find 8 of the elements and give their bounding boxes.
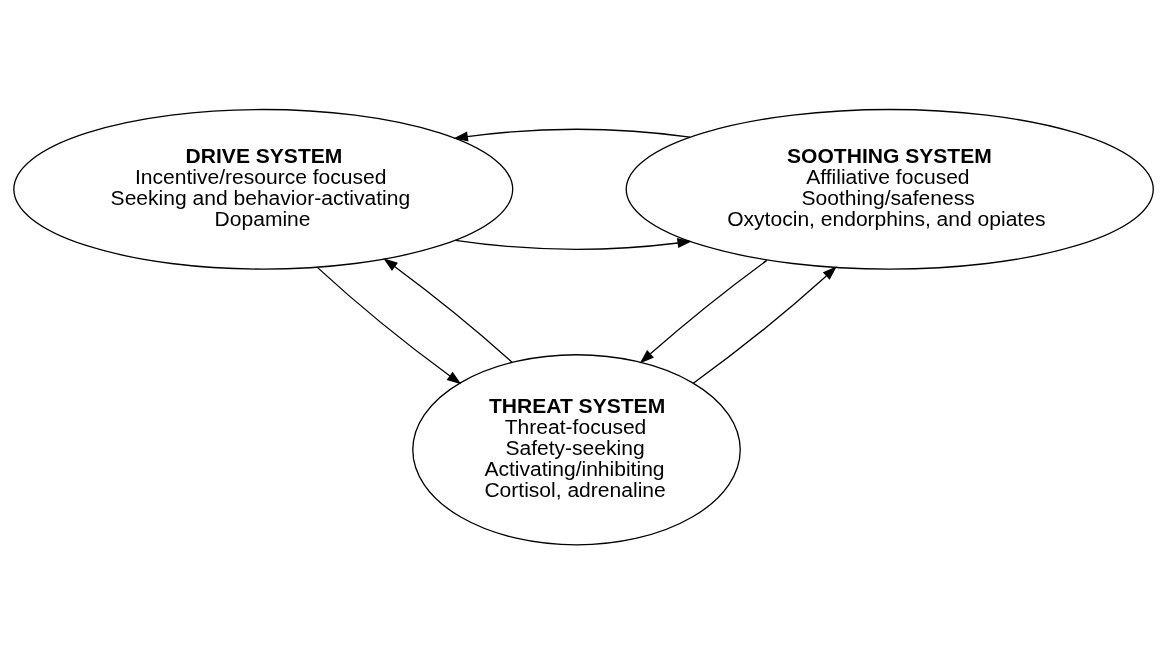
arrow (316, 266, 462, 384)
node-ellipse: SOOTHING SYSTEM Affiliative focused Soothing/safeness Oxytocin, endorphins, and opiates (625, 108, 1154, 270)
arrow (692, 265, 837, 384)
arrow (383, 257, 513, 363)
arrow (639, 259, 768, 363)
arrow (454, 237, 692, 250)
node-ellipse: THREAT SYSTEM Threat-focused Safety-seeking Activating/inhibiting Cortisol, adrenaline (412, 353, 741, 546)
arrow (453, 128, 691, 141)
